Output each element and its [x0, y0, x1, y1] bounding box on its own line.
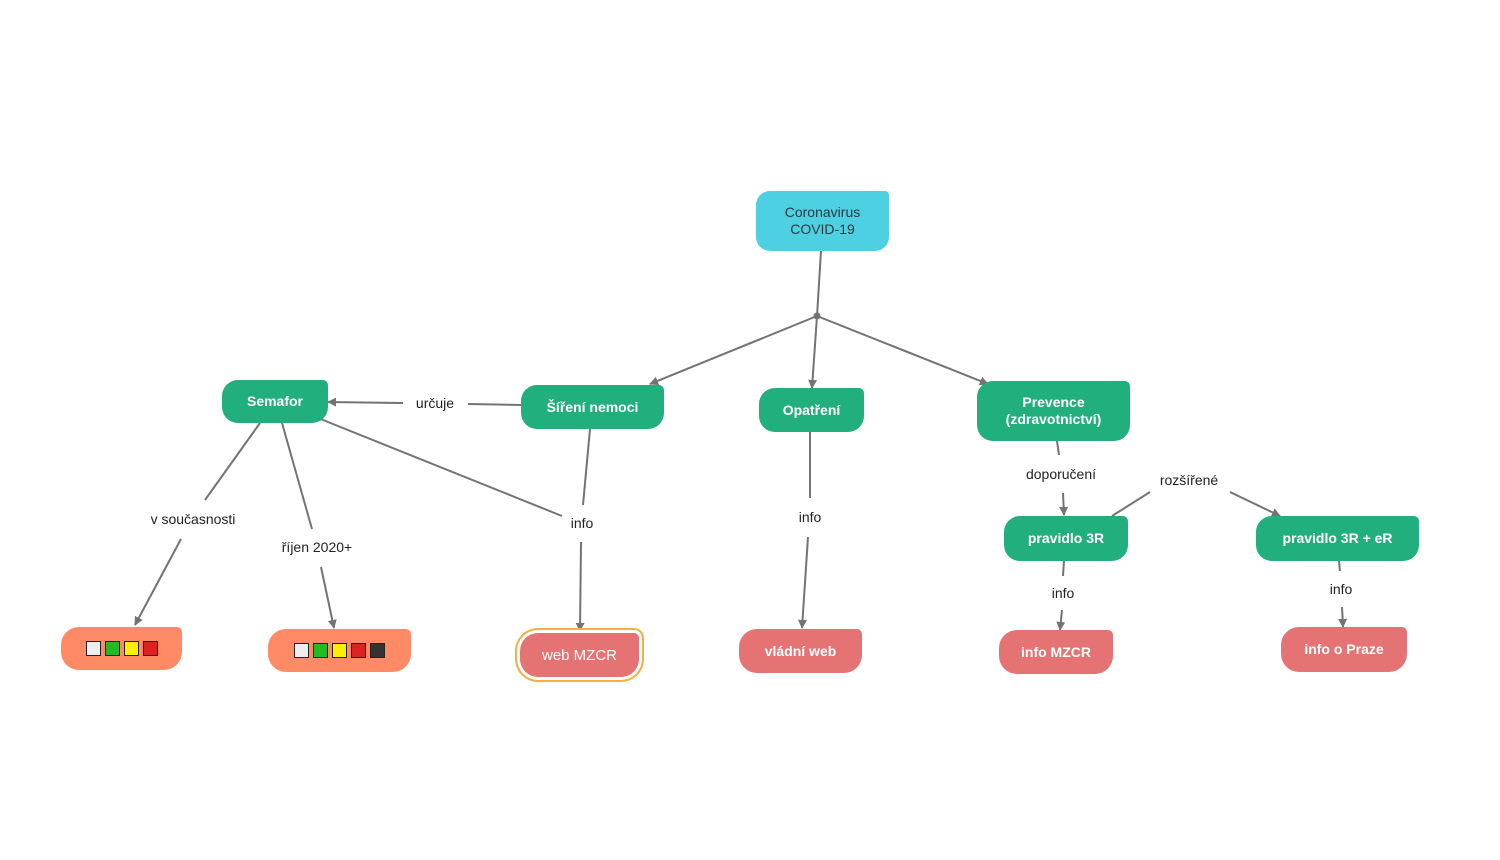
edge-semafor-to-soucasnosti — [204, 422, 261, 501]
swatch-green — [104, 641, 120, 656]
edge-sireni-to-info — [582, 428, 591, 506]
node-web-mzcr[interactable]: web MZCR — [520, 633, 639, 677]
swatch-yellow — [123, 641, 139, 656]
edge-sireni-to-urcuje — [467, 403, 522, 406]
label-v-soucasnosti: v současnosti — [146, 510, 240, 528]
edge-info-to-infopraze — [1338, 606, 1348, 628]
semafor-october-swatches — [294, 643, 385, 658]
edge-3r-to-rozsirene — [1111, 491, 1151, 517]
junction-dot — [813, 312, 821, 320]
swatch-red — [142, 641, 158, 656]
label-rijen-2020: říjen 2020+ — [277, 538, 357, 556]
edge-urcuje-to-semafor — [327, 397, 404, 407]
edge-doporuceni-to-3r — [1059, 492, 1069, 516]
node-info-mzcr[interactable]: info MZCR — [999, 630, 1113, 674]
node-semafor-current[interactable] — [61, 627, 182, 670]
node-sireni-nemoci[interactable]: Šíření nemoci — [521, 385, 664, 429]
label-doporuceni: doporučení — [1021, 465, 1101, 483]
edge-junction-to-opatreni — [808, 315, 818, 389]
label-rozsirene: rozšířené — [1155, 471, 1223, 489]
edge-info-to-vladniweb — [798, 536, 809, 629]
swatch-white — [294, 643, 309, 658]
edge-rijen-to-box — [320, 566, 337, 629]
node-pravidlo-3r-er[interactable]: pravidlo 3R + eR — [1256, 516, 1419, 561]
swatch-white — [85, 641, 101, 656]
edge-semafor-to-rijen — [281, 422, 313, 530]
edge-3rer-to-info — [1338, 560, 1341, 572]
node-semafor[interactable]: Semafor — [222, 380, 328, 423]
edge-soucasnosti-to-box — [134, 538, 182, 626]
node-prevence[interactable]: Prevence (zdravotnictví) — [977, 381, 1130, 441]
node-info-o-praze[interactable]: info o Praze — [1281, 627, 1407, 672]
swatch-green — [313, 643, 328, 658]
swatch-yellow — [332, 643, 347, 658]
edge-junction-to-prevence — [816, 315, 989, 386]
edge-info-to-webmzcr — [575, 541, 585, 632]
edge-rozsirene-to-3rer — [1229, 491, 1281, 517]
node-coronavirus[interactable]: Coronavirus COVID-19 — [756, 191, 889, 251]
swatch-red — [351, 643, 366, 658]
edge-3r-to-info — [1062, 560, 1065, 577]
semafor-current-swatches — [85, 641, 158, 656]
label-urcuje: určuje — [411, 394, 459, 412]
edge-prevence-to-doporuceni — [1056, 440, 1060, 456]
node-opatreni[interactable]: Opatření — [759, 388, 864, 432]
label-info-opatreni: info — [794, 508, 826, 526]
label-info-sireni: info — [566, 514, 598, 532]
edge-semafor-to-info — [317, 417, 563, 517]
edge-info-to-infomzcr — [1056, 609, 1066, 631]
node-pravidlo-3r[interactable]: pravidlo 3R — [1004, 516, 1128, 561]
label-info-3r: info — [1047, 584, 1079, 602]
swatch-black — [370, 643, 385, 658]
edge-junction-to-sireni — [649, 315, 818, 386]
edge-root-to-junction — [816, 250, 822, 317]
node-semafor-october[interactable] — [268, 629, 411, 672]
label-info-3r-er: info — [1325, 580, 1357, 598]
node-vladni-web[interactable]: vládní web — [739, 629, 862, 673]
